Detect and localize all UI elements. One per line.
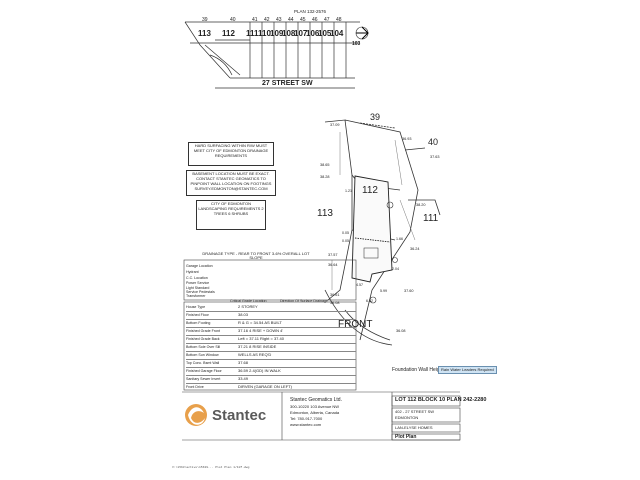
stantec-phone: Tel: 780-917-7000 xyxy=(290,416,323,421)
footer-file-path: V:\1563\active\15639... Plot Plan 1/10f.… xyxy=(172,466,250,469)
top-number: 46 xyxy=(312,17,318,23)
setback-label: 1.21 xyxy=(345,189,352,193)
builder: LAN-ELYSE HOMES xyxy=(395,425,433,430)
legend-item: Hydrant xyxy=(186,270,199,274)
dim-label: 37.60 xyxy=(404,289,414,293)
document-type: Plot Plan xyxy=(395,434,417,440)
tree-icon xyxy=(369,201,398,304)
dim-label: 36.08 xyxy=(330,301,340,305)
landscaping-note: CITY OF EDMONTON LANDSCAPING REQUIREMENT… xyxy=(196,200,266,230)
hard-surfacing-note: HARD SURFACING WITHIN R/W MUST MEET CITY… xyxy=(188,142,274,166)
dim-label: 36.61 xyxy=(330,293,340,297)
dim-label: 38.20 xyxy=(416,203,426,207)
lot-39-label: 39 xyxy=(370,112,381,122)
setback-label: 6.52 xyxy=(366,299,373,303)
top-number: 39 xyxy=(202,17,208,23)
dim-label: 38.28 xyxy=(320,175,330,179)
lot-112-label: 112 xyxy=(362,185,378,196)
lot-40-label: 40 xyxy=(428,137,439,147)
lot-number: 108 xyxy=(282,29,296,38)
community: EDMONTON xyxy=(395,415,419,420)
setback-label: 0.05 xyxy=(342,231,349,235)
lot-number: 113 xyxy=(198,29,211,38)
setback-label: 5.99 xyxy=(380,289,387,293)
setback-label: 0.05 xyxy=(342,239,349,243)
stantec-wordmark: Stantec xyxy=(212,407,267,424)
dim-label: 37.09 xyxy=(330,123,340,127)
top-number: 40 xyxy=(230,17,236,23)
plan-label: PLAN 132-2576 xyxy=(294,9,327,14)
legend-item: Transformer xyxy=(186,294,206,298)
dim-label: 37.57 xyxy=(328,253,338,257)
foundation-wall-height: Foundation Wall Height : 8' 4" xyxy=(392,367,458,373)
rain-water-leaders-tag: Rain Water Leaders Required xyxy=(438,366,497,374)
dim-label: 38.65 xyxy=(320,163,330,167)
civic-address: 402 - 27 STREET SW xyxy=(395,409,435,414)
legend-item: Direction Of Surface Drainage xyxy=(280,299,328,303)
setback-label: 1.66 xyxy=(396,237,403,241)
top-number: 41 xyxy=(252,17,258,23)
lot-111-label: 111 xyxy=(423,213,439,224)
legend-item: C.C. Location xyxy=(186,276,208,280)
dim-label: 36.24 xyxy=(410,247,420,251)
stantec-web: www.stantec.com xyxy=(290,422,322,427)
plan-lot-numbers: 113 112 111 110 109 108 107 106 105 104 … xyxy=(192,29,362,47)
lot-number: 104 xyxy=(330,29,344,38)
stantec-logo-icon xyxy=(185,404,207,426)
top-number: 44 xyxy=(288,17,294,23)
dim-label: 36.93 xyxy=(402,137,412,141)
top-number: 42 xyxy=(264,17,270,23)
legal-description: LOT 112 BLOCK 10 PLAN 242-2280 xyxy=(395,397,487,403)
lot-number: 112 xyxy=(222,29,235,38)
lot-number: 107 xyxy=(294,29,308,38)
lot-number: 105 xyxy=(318,29,332,38)
street-label: 27 STREET SW xyxy=(262,80,313,87)
lot-113-label: 113 xyxy=(317,208,333,219)
front-label: FRONT xyxy=(338,319,373,330)
stantec-address1: 300-10220 103 Avenue NW xyxy=(290,404,340,409)
stantec-company: Stantec Geomatics Ltd. xyxy=(290,397,342,403)
top-number: 45 xyxy=(300,17,306,23)
legend-item: Power Service xyxy=(186,281,210,285)
legend-item: Service Pedestals xyxy=(186,290,215,294)
legend-item: Critical Grade Location xyxy=(230,299,267,303)
top-number: 47 xyxy=(324,17,330,23)
dim-label: 36.64 xyxy=(328,263,338,267)
dim-label: 37.63 xyxy=(430,155,440,159)
legend-item: Garage Location xyxy=(186,264,213,268)
dim-label: 36.08 xyxy=(396,329,406,333)
lot-number: 111 xyxy=(246,29,259,38)
drainage-note: DRAINAGE TYPE - REAR TO FRONT 3-6% OVERA… xyxy=(202,251,310,260)
lot-number: 106 xyxy=(306,29,320,38)
north-arrow-icon xyxy=(355,26,369,40)
lot-number: 103 xyxy=(352,41,361,47)
basement-location-note: BASEMENT LOCATION MUST BE EXACT. CONTACT… xyxy=(186,170,276,196)
lot-number: 109 xyxy=(270,29,284,38)
setback-label: 2.04 xyxy=(392,267,399,271)
lot-number: 110 xyxy=(258,29,271,38)
stantec-address2: Edmonton, Alberta, Canada xyxy=(290,410,340,415)
setback-label: 4.57 xyxy=(356,283,363,287)
legend-item: Light Standard xyxy=(186,286,210,290)
top-number: 43 xyxy=(276,17,282,23)
top-lot-numbers: 39 40 41 42 43 44 45 46 47 48 xyxy=(196,17,366,23)
top-number: 48 xyxy=(336,17,342,23)
